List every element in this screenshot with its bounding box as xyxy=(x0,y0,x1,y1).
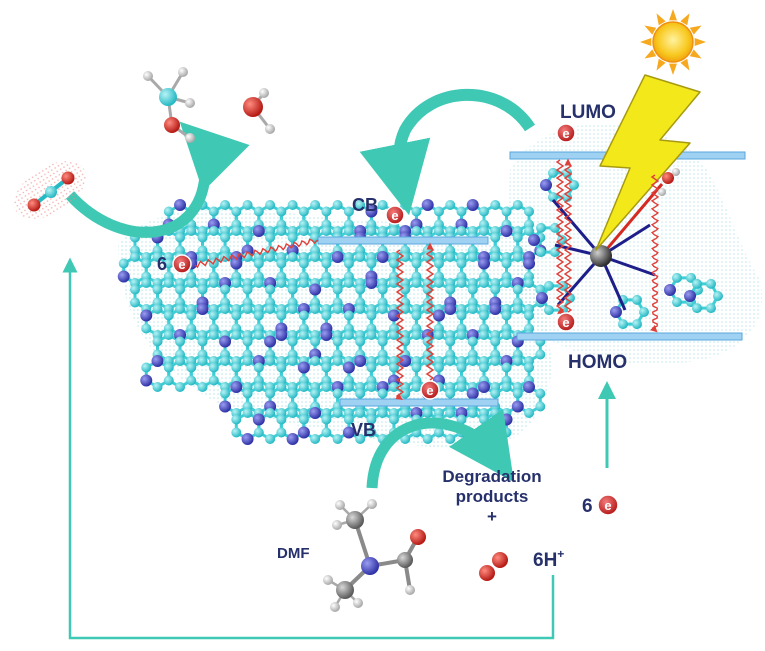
dmf-label: DMF xyxy=(277,545,310,562)
electron-icon: e xyxy=(420,380,440,400)
degradation-products-label: Degradation xyxy=(442,467,541,486)
o2-molecule-icon xyxy=(479,552,508,581)
vb-label: VB xyxy=(351,420,376,440)
metal-center xyxy=(590,245,612,267)
lumo-label: LUMO xyxy=(560,102,616,123)
six-electrons-bottom-label: 6 xyxy=(582,496,593,517)
water-molecule-icon xyxy=(243,88,275,134)
protons-charge: + xyxy=(557,547,564,561)
oxidation-arrow xyxy=(366,409,514,489)
degradation-products-label-line2: products xyxy=(456,487,529,506)
lightning-icon xyxy=(595,74,701,251)
six-electrons-left-label: 6 xyxy=(157,254,167,274)
protons-label: 6H+ xyxy=(533,547,564,571)
vb-band xyxy=(339,398,499,407)
methanol-molecule-icon xyxy=(143,67,195,143)
process-arrows xyxy=(62,88,616,640)
svg-text:e: e xyxy=(604,498,611,513)
sun-icon xyxy=(640,9,706,75)
homo-band xyxy=(516,332,743,341)
electron-icon: e xyxy=(597,494,619,516)
plus-sign: + xyxy=(487,507,497,526)
electron-icon: e xyxy=(172,254,192,274)
metal-complex xyxy=(551,168,680,311)
svg-text:e: e xyxy=(178,257,185,272)
proton-loop-arrow xyxy=(62,257,555,640)
dmf-molecule-icon xyxy=(323,499,426,612)
svg-text:e: e xyxy=(562,315,569,330)
excitation-paths xyxy=(194,158,660,400)
electron-icon: e xyxy=(556,123,576,143)
cb-label: CB xyxy=(352,195,378,215)
co2-reduction-arrow xyxy=(65,121,250,238)
electron-transfer-arrow xyxy=(359,88,536,216)
electron-icon: e xyxy=(556,312,576,332)
svg-text:e: e xyxy=(391,208,398,223)
svg-text:e: e xyxy=(426,383,433,398)
cb-band xyxy=(317,236,489,245)
homo-label: HOMO xyxy=(568,352,627,373)
svg-text:e: e xyxy=(562,126,569,141)
co2-molecule-icon xyxy=(13,161,87,219)
electron-icon: e xyxy=(385,205,405,225)
